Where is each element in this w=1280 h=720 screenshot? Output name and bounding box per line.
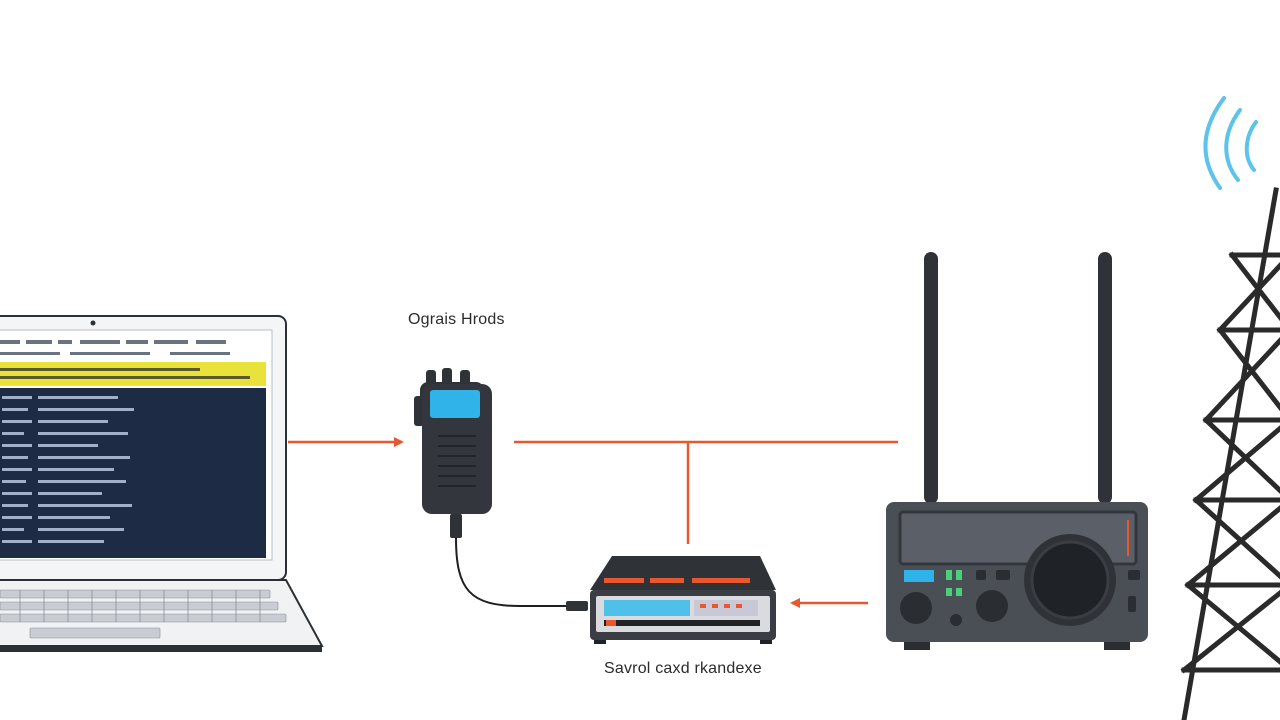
terminal-highlight-bar [0, 362, 266, 386]
base-station-radio-icon [886, 252, 1148, 650]
laptop-icon [0, 315, 324, 652]
signal-waves-icon [1203, 96, 1258, 190]
interface-box-icon [590, 556, 776, 644]
interface-box-label: Savrol caxd rkandexe [604, 660, 762, 677]
handheld-radio-label: Ograis Hrods [408, 311, 505, 328]
antenna-tower-icon [1180, 187, 1280, 720]
terminal-panel [0, 388, 266, 558]
handheld-radio-icon [414, 368, 588, 611]
radio-display [430, 390, 480, 418]
